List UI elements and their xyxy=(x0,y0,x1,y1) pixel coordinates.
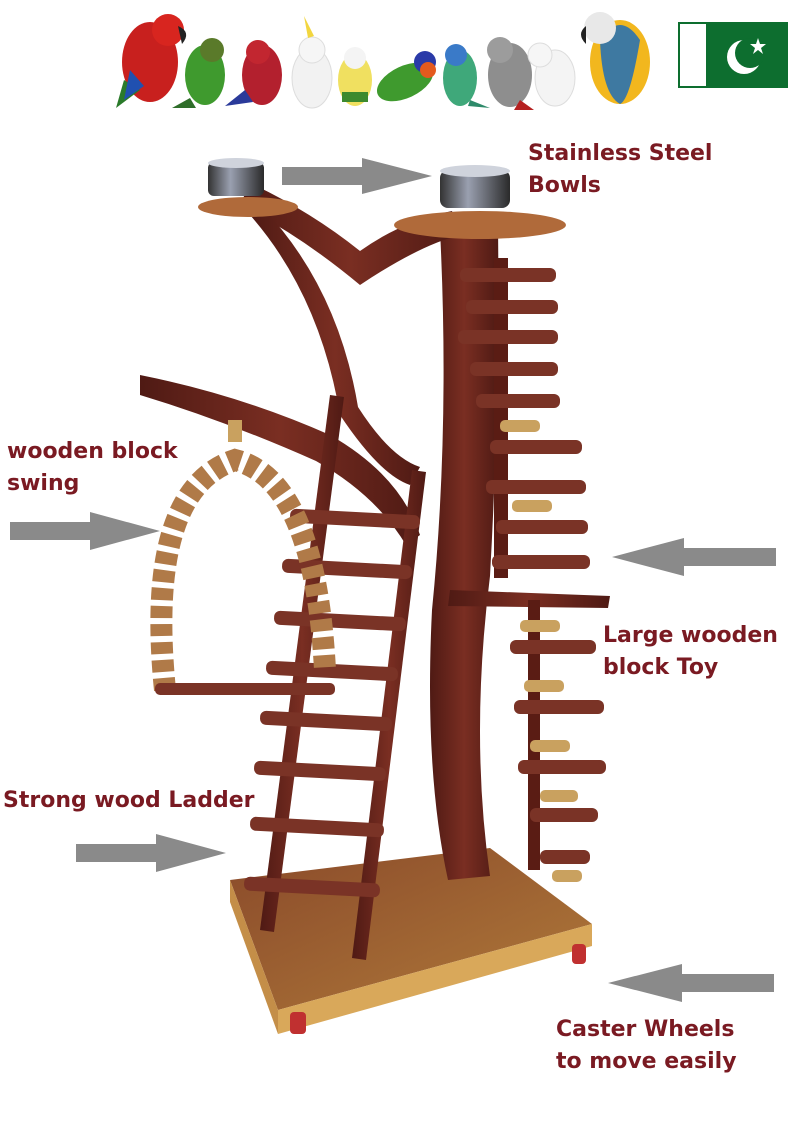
feeding-platform xyxy=(198,197,566,239)
corella-icon xyxy=(527,42,576,107)
large-wooden-block-toy xyxy=(458,258,606,882)
caster-wheel xyxy=(290,944,586,1034)
arrow-left-icon xyxy=(612,538,776,576)
ladder-label: Strong wood Ladder xyxy=(3,788,255,813)
toy-label: Large wooden block Toy xyxy=(603,623,778,680)
bowls-label: Stainless Steel Bowls xyxy=(528,141,713,198)
arrow-right-icon xyxy=(10,512,160,550)
eclectus-icon xyxy=(225,40,282,106)
arrow-right-icon xyxy=(282,158,432,194)
stainless-steel-bowl xyxy=(208,158,510,208)
lorikeet-icon xyxy=(376,51,436,102)
wooden-base xyxy=(230,848,592,1034)
arrow-right-icon xyxy=(76,834,226,872)
blue-gold-macaw-icon xyxy=(581,12,650,104)
caique-icon xyxy=(338,47,372,106)
pakistan-flag-icon xyxy=(678,22,788,88)
cockatoo-icon xyxy=(291,16,333,109)
wheels-label: Caster Wheels to move easily xyxy=(556,1017,737,1074)
parakeet-icon xyxy=(443,44,490,108)
grey-parrot-icon xyxy=(487,37,534,110)
macaw-icon xyxy=(116,14,187,108)
wooden-block-swing xyxy=(150,420,336,695)
wood-ladder xyxy=(244,395,426,960)
conure-icon xyxy=(172,38,225,108)
swing-label: wooden block swing xyxy=(7,439,178,496)
parrot-banner xyxy=(116,12,650,110)
arrow-left-icon xyxy=(608,964,774,1002)
